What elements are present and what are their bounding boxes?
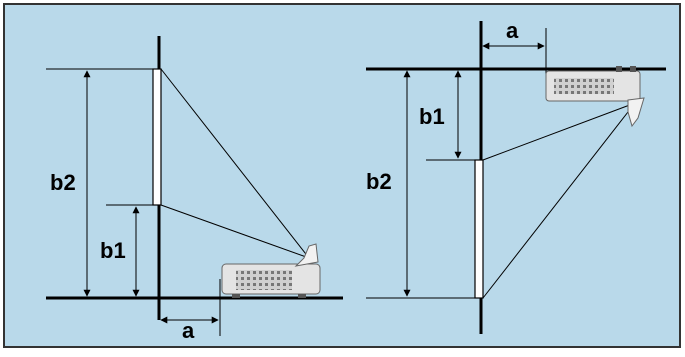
- right-projector-mount: [616, 66, 622, 72]
- left-projector-foot: [232, 294, 240, 298]
- right-projection-ray-bottom: [482, 102, 636, 299]
- diagram-background: [3, 3, 681, 348]
- left-projector: [221, 243, 321, 298]
- right-projector-ports: [554, 78, 614, 94]
- right-projector-lens: [627, 97, 645, 128]
- right-label-b2: b2: [366, 169, 392, 194]
- left-projection-ray-bottom: [160, 204, 310, 259]
- right-label-a: a: [506, 18, 519, 43]
- right-diagram: a b1 b2: [366, 18, 666, 334]
- left-label-b1: b1: [100, 238, 126, 263]
- left-projector-foot: [298, 294, 306, 298]
- right-screen: [474, 159, 484, 299]
- right-projection-ray-top: [482, 102, 636, 161]
- left-screen: [152, 68, 162, 206]
- left-diagram: b2 b1 a: [46, 36, 343, 343]
- left-projector-lens: [294, 243, 319, 267]
- left-label-b2: b2: [50, 170, 76, 195]
- right-projector: [545, 66, 645, 128]
- right-projector-mount: [630, 66, 636, 72]
- right-label-b1: b1: [419, 104, 445, 129]
- left-projection-ray-top: [160, 68, 310, 259]
- left-projector-vents: [236, 270, 292, 290]
- left-label-a: a: [182, 318, 195, 343]
